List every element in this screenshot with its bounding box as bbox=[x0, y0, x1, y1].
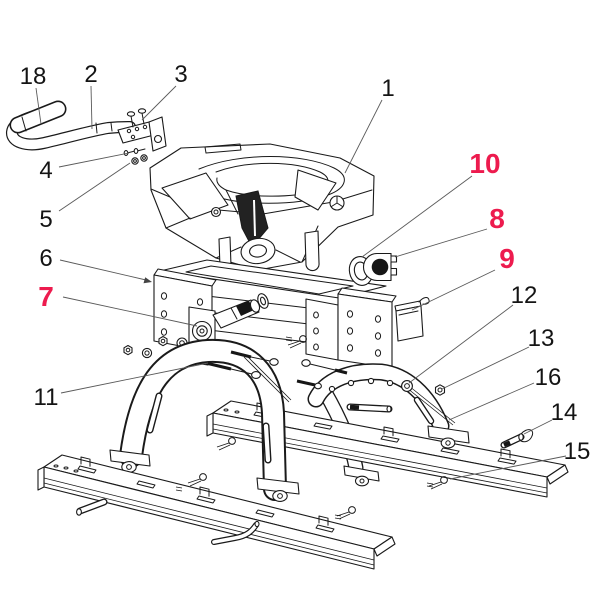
handle-rod bbox=[346, 403, 393, 413]
leader-1 bbox=[344, 99, 383, 174]
clevis-pin bbox=[500, 429, 534, 449]
leader-15 bbox=[449, 455, 567, 480]
slotted-bushing bbox=[362, 252, 398, 282]
clip-pin bbox=[285, 335, 307, 349]
grease-port bbox=[329, 195, 345, 211]
face-bolt bbox=[210, 206, 222, 218]
part-label-14: 14 bbox=[551, 399, 578, 426]
leader-11 bbox=[60, 362, 209, 394]
leader-2 bbox=[90, 85, 93, 130]
small-nuts bbox=[131, 154, 148, 165]
frame-right-inner-plate bbox=[305, 298, 339, 361]
leader-6 bbox=[59, 259, 147, 281]
front-left-foot bbox=[109, 449, 151, 467]
left-wedge-guide bbox=[161, 172, 229, 220]
frame-right-plate bbox=[337, 293, 393, 369]
leader-18 bbox=[35, 87, 42, 125]
leader-10 bbox=[361, 175, 473, 258]
right-wedge-guide bbox=[294, 169, 337, 211]
rear-left-foot bbox=[343, 465, 380, 482]
handle-grip bbox=[9, 100, 67, 134]
part-label-16: 16 bbox=[535, 364, 562, 391]
part-label-15: 15 bbox=[564, 438, 591, 465]
leader-8 bbox=[394, 228, 488, 258]
part-label-10: 10 bbox=[469, 148, 500, 179]
rail-lower-slots bbox=[77, 456, 335, 533]
handle-assembly bbox=[6, 100, 167, 165]
wear-plate bbox=[394, 297, 430, 342]
part-labels: 18 2 3 1 4 5 6 7 10 8 9 12 13 16 14 15 1… bbox=[20, 61, 591, 465]
part-label-5: 5 bbox=[39, 206, 52, 233]
leader-3 bbox=[141, 85, 177, 121]
leader-13 bbox=[441, 346, 530, 390]
part-label-7: 7 bbox=[38, 281, 54, 312]
part-label-1: 1 bbox=[381, 75, 394, 102]
clip-pin bbox=[216, 437, 236, 451]
handle-mount-bolts bbox=[126, 108, 147, 128]
leader-9 bbox=[411, 269, 496, 311]
front-leg-arch bbox=[109, 338, 300, 502]
rear-leg-assembly bbox=[307, 363, 470, 487]
clip-pin bbox=[187, 473, 207, 487]
bent-strap bbox=[211, 520, 260, 545]
leader-4 bbox=[58, 152, 130, 168]
clip-pin bbox=[334, 506, 356, 520]
pivot-washer bbox=[401, 380, 413, 392]
front-right-foot bbox=[256, 477, 300, 495]
kingpin-jaw-slot bbox=[235, 190, 269, 248]
rear-foot bbox=[427, 425, 470, 444]
leader-14 bbox=[523, 419, 553, 435]
leader-16 bbox=[448, 382, 535, 421]
part-label-8: 8 bbox=[489, 203, 505, 234]
hitch-head bbox=[149, 143, 375, 274]
part-label-13: 13 bbox=[528, 325, 555, 352]
leader-5 bbox=[58, 162, 131, 212]
leader-6-arrowhead bbox=[143, 277, 152, 284]
rail-pin bbox=[76, 498, 108, 516]
part-label-6: 6 bbox=[39, 245, 52, 272]
rail-lower bbox=[37, 454, 396, 570]
leader-12 bbox=[408, 304, 514, 384]
small-screws bbox=[123, 148, 146, 156]
hardware-bolts bbox=[187, 335, 393, 487]
part-label-12: 12 bbox=[511, 282, 538, 309]
head-pin-right bbox=[304, 230, 320, 272]
part-label-18: 18 bbox=[20, 63, 47, 90]
clip-pin bbox=[426, 476, 448, 490]
part-label-11: 11 bbox=[34, 384, 59, 411]
part-label-3: 3 bbox=[174, 61, 187, 88]
part-label-9: 9 bbox=[499, 243, 515, 274]
leg-bolt bbox=[205, 361, 261, 379]
leader-7 bbox=[62, 296, 198, 327]
part-label-4: 4 bbox=[39, 157, 52, 184]
flange-nut bbox=[434, 384, 446, 396]
leader-lines bbox=[35, 85, 567, 480]
part-label-2: 2 bbox=[84, 61, 97, 88]
handle-bracket bbox=[148, 116, 167, 152]
